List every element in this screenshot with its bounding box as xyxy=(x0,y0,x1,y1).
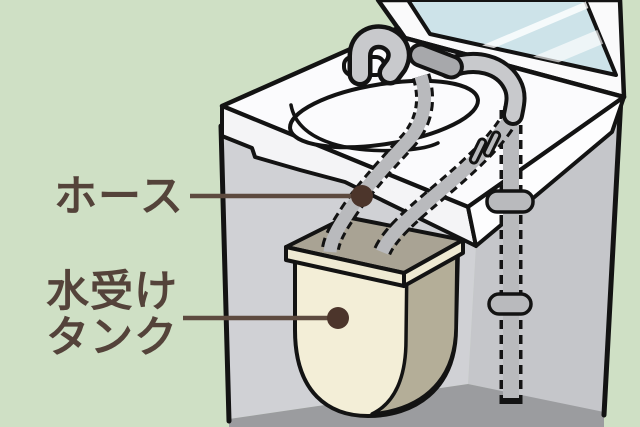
wall-edge-left-line xyxy=(218,123,232,424)
label-tank-line1: 水受け xyxy=(46,268,178,316)
wall-edge-right-line xyxy=(601,94,624,418)
water-tank-side xyxy=(370,250,459,416)
pipe-clamp-lower xyxy=(487,292,533,316)
mirror-reflection-stripe xyxy=(475,9,616,75)
pipe-clamp-upper xyxy=(485,189,535,214)
faucet xyxy=(347,24,527,126)
label-hose: ホース xyxy=(54,173,184,221)
water-tank-rim-front-right xyxy=(402,238,465,288)
basin-inner-curve xyxy=(289,103,440,153)
label-tank-line2: タンク xyxy=(46,314,178,362)
leader-dot-hose xyxy=(351,185,373,207)
leader-dot-tank xyxy=(327,307,349,329)
hose-clip-back xyxy=(482,130,502,158)
faucet-adapter xyxy=(408,42,464,80)
water-tank xyxy=(284,215,465,418)
wall-pipe xyxy=(485,106,535,406)
hose-from-faucet xyxy=(320,73,435,254)
hose-clip-front xyxy=(468,137,488,165)
